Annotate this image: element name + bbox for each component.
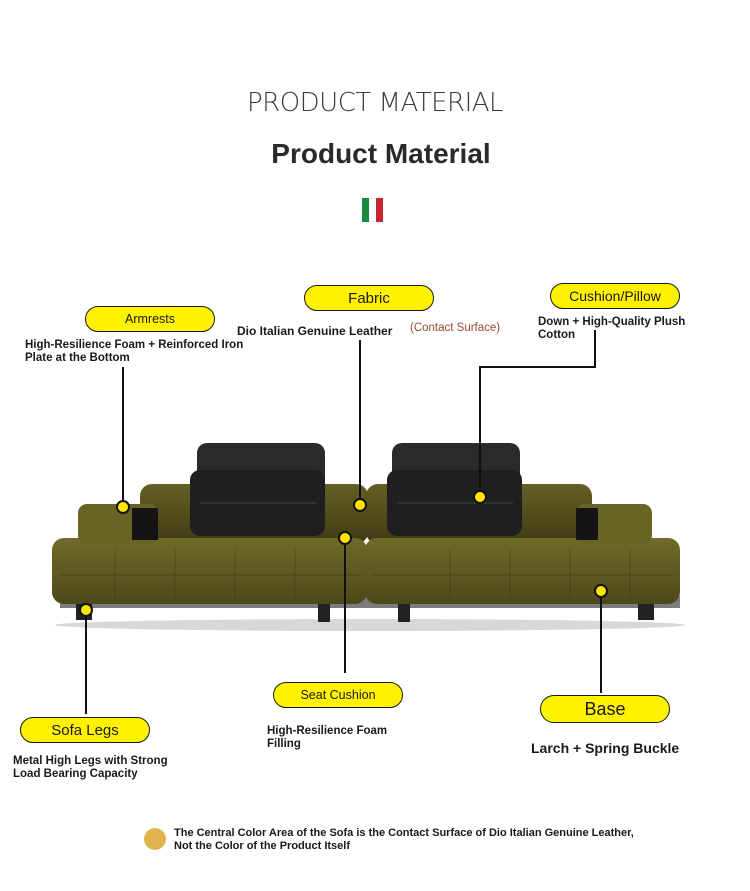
armrests-leader-line <box>122 367 124 501</box>
color-note-dot-icon <box>144 828 166 850</box>
armrests-description-line2: Plate at the Bottom <box>25 352 130 364</box>
header-english-title: PRODUCT MATERIAL <box>246 88 504 118</box>
color-disclaimer-line1: The Central Color Area of the Sofa is th… <box>174 827 634 839</box>
sofa-legs-leader-line <box>85 616 87 714</box>
sofa-legs-label: Sofa Legs <box>20 717 150 743</box>
seat-cushion-description-line2: Filling <box>267 738 301 750</box>
color-disclaimer: The Central Color Area of the Sofa is th… <box>174 827 694 853</box>
armrests-description-line1: High-Resilience Foam + Reinforced Iron <box>25 339 244 351</box>
armrests-label: Armrests <box>85 306 215 332</box>
page-title: Product Material <box>271 138 491 169</box>
seat-cushion-leader-line <box>344 544 346 673</box>
cushion-leader-vertical-top <box>594 330 596 367</box>
cushion-pillow-label: Cushion/Pillow <box>550 283 680 309</box>
sofa-legs-description-line1: Metal High Legs with Strong <box>13 755 168 767</box>
sofa-legs-description-line2: Load Bearing Capacity <box>13 768 138 780</box>
fabric-contact-note: (Contact Surface) <box>410 322 501 334</box>
armrests-marker-dot <box>116 500 130 514</box>
seat-cushion-marker-dot <box>338 531 352 545</box>
seat-cushion-label: Seat Cushion <box>273 682 403 708</box>
base-label: Base <box>540 695 670 723</box>
fabric-leader-line <box>359 340 361 499</box>
cushion-leader-vertical <box>479 366 481 491</box>
fabric-description: Dio Italian Genuine Leather <box>237 324 393 338</box>
fabric-marker-dot <box>353 498 367 512</box>
fabric-label: Fabric <box>304 285 434 311</box>
base-description: Larch + Spring Buckle <box>531 740 680 756</box>
color-disclaimer-line2: Not the Color of the Product Itself <box>174 840 350 852</box>
cushion-marker-dot <box>473 490 487 504</box>
cushion-description-line1: Down + High-Quality Plush <box>538 316 686 328</box>
cushion-description-line2: Cotton <box>538 329 576 341</box>
cushion-leader-horizontal <box>479 366 596 368</box>
seat-cushion-description-line1: High-Resilience Foam <box>267 725 388 737</box>
base-marker-dot <box>594 584 608 598</box>
sofa-legs-marker-dot <box>79 603 93 617</box>
italy-flag-icon <box>362 198 383 222</box>
base-leader-line <box>600 597 602 693</box>
